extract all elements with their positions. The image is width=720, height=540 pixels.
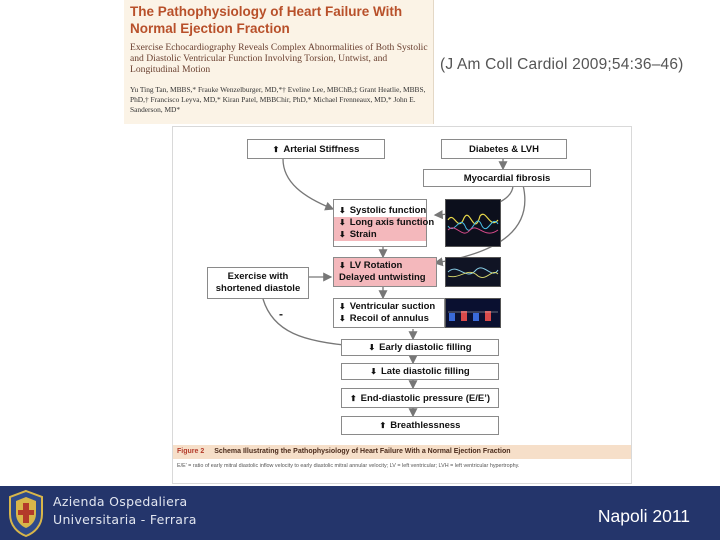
article-authors: Yu Ting Tan, MBBS,* Frauke Wenzelburger,… [130, 85, 426, 114]
figure-label: Figure 2 [177, 448, 205, 455]
node-label: Long axis function [349, 217, 435, 228]
pathophysiology-figure: ⬆ Arterial Stiffness Diabetes & LVH Myoc… [172, 126, 632, 484]
node-label: Exercise with [227, 271, 289, 282]
node-late-filling: ⬇ Late diastolic filling [341, 363, 499, 380]
footer-bar: Azienda Ospedaliera Universitaria - Ferr… [0, 486, 720, 540]
up-arrow-icon: ⬆ [349, 393, 357, 403]
long-axis-row: ⬇Long axis function [334, 217, 434, 229]
systolic-row: ⬇Systolic function [334, 205, 426, 217]
node-label: Early diastolic filling [379, 342, 472, 353]
crest-icon [9, 489, 43, 538]
echo-strain-thumbnail [445, 199, 501, 247]
node-label: LV Rotation [349, 260, 403, 271]
node-early-filling: ⬇ Early diastolic filling [341, 339, 499, 356]
institution-name-line1: Azienda Ospedaliera [53, 494, 188, 509]
down-arrow-icon: ⬇ [339, 206, 346, 215]
up-arrow-icon: ⬆ [379, 421, 387, 430]
node-systolic-function: ⬇Systolic function ⬇Long axis function ⬇… [333, 199, 434, 247]
node-label: Strain [349, 229, 377, 240]
down-arrow-icon: ⬇ [339, 302, 346, 311]
node-diabetes-lvh: Diabetes & LVH [441, 139, 567, 159]
delayed-untwisting-row: Delayed untwisting [339, 272, 426, 284]
lv-rotation-row: ⬇LV Rotation [339, 260, 402, 272]
node-label: Ventricular suction [349, 301, 436, 312]
node-arterial-stiffness: ⬆ Arterial Stiffness [247, 139, 385, 159]
node-label: Delayed untwisting [339, 272, 426, 283]
negative-effect-sign: - [279, 307, 283, 321]
recoil-row: ⬇Recoil of annulus [339, 313, 429, 325]
node-label: Diabetes & LVH [468, 143, 540, 155]
suction-row: ⬇Ventricular suction [339, 301, 435, 313]
down-arrow-icon: ⬇ [368, 343, 376, 352]
node-exercise: Exercise with shortened diastole [207, 267, 309, 299]
journal-citation: (J Am Coll Cardiol 2009;54:36–46) [440, 56, 684, 73]
figure-footnote: E/E’ = ratio of early mitral diastolic i… [177, 463, 520, 469]
node-label: shortened diastole [215, 283, 301, 294]
node-label: Myocardial fibrosis [463, 172, 551, 184]
strain-row: ⬇Strain [334, 229, 426, 241]
rotation-curves-image [447, 267, 499, 278]
article-subtitle: Exercise Echocardiography Reveals Comple… [130, 42, 428, 75]
down-arrow-icon: ⬇ [339, 218, 346, 227]
node-label: Recoil of annulus [349, 313, 429, 324]
figure-caption: Figure 2 Schema Illustrating the Pathoph… [173, 445, 631, 459]
figure-caption-text: Schema Illustrating the Pathophysiology … [214, 448, 511, 455]
node-ventricular-suction: ⬇Ventricular suction ⬇Recoil of annulus [333, 298, 445, 328]
journal-header: The Pathophysiology of Heart Failure Wit… [124, 0, 434, 124]
article-title: The Pathophysiology of Heart Failure Wit… [130, 4, 403, 36]
node-label: Late diastolic filling [381, 366, 470, 377]
down-arrow-icon: ⬇ [339, 230, 346, 239]
node-label: Breathlessness [390, 420, 461, 431]
tissue-doppler-image [448, 311, 498, 321]
echo-tissue-doppler-thumbnail [445, 298, 501, 328]
down-arrow-icon: ⬇ [370, 367, 377, 376]
node-end-diastolic-pressure: ⬆ End-diastolic pressure (E/E’) [341, 388, 499, 408]
node-breathlessness: ⬆ Breathlessness [341, 416, 499, 435]
node-lv-rotation: ⬇LV Rotation Delayed untwisting [333, 257, 437, 287]
echo-rotation-thumbnail [445, 257, 501, 287]
location-year: Napoli 2011 [597, 506, 690, 526]
down-arrow-icon: ⬇ [339, 261, 346, 270]
node-myocardial-fibrosis: Myocardial fibrosis [423, 169, 591, 187]
node-label: End-diastolic pressure (E/E’) [360, 392, 491, 404]
node-label: Systolic function [349, 205, 427, 216]
institution-name-line2: Universitaria - Ferrara [53, 512, 197, 527]
strain-curves-image [447, 213, 499, 234]
down-arrow-icon: ⬆ [272, 144, 280, 154]
down-arrow-icon: ⬇ [339, 314, 346, 323]
node-label: Arterial Stiffness [283, 143, 360, 155]
